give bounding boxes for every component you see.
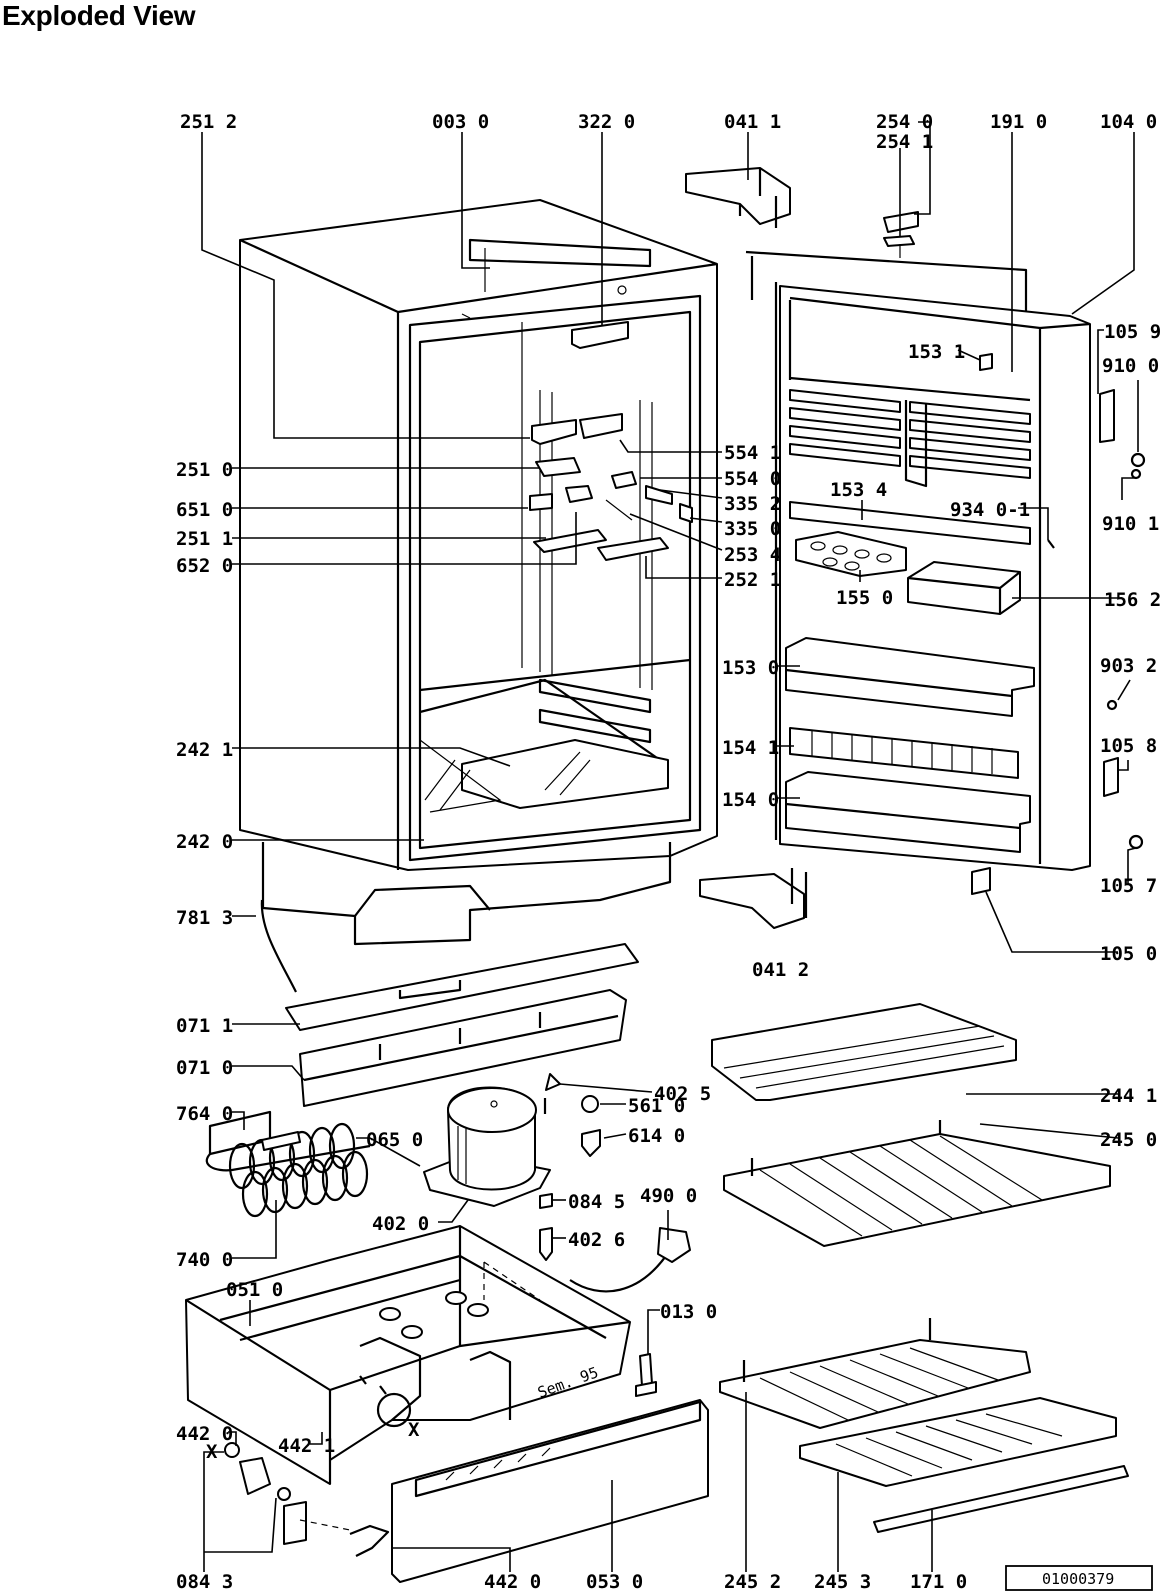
part-label: 764 0 bbox=[176, 1103, 233, 1125]
part-label: 153 1 bbox=[908, 341, 965, 363]
part-label: 071 0 bbox=[176, 1057, 233, 1079]
page-title: Exploded View bbox=[2, 0, 196, 31]
reference-box: 01000379 bbox=[1005, 1565, 1153, 1591]
part-label: 071 1 bbox=[176, 1015, 233, 1037]
part-label: 084 3 bbox=[176, 1571, 233, 1592]
part-label: 154 0 bbox=[722, 789, 779, 811]
part-label: 041 2 bbox=[752, 959, 809, 981]
machine-compartment-drawing: Sem. 95 bbox=[185, 943, 709, 1583]
part-label: 402 5 bbox=[654, 1083, 711, 1105]
part-label: 156 2 bbox=[1104, 589, 1161, 611]
part-label: 442 0 bbox=[484, 1571, 541, 1592]
part-label: 153 0 bbox=[722, 657, 779, 679]
part-label: 651 0 bbox=[176, 499, 233, 521]
part-label: 934 0-1 bbox=[950, 499, 1030, 521]
part-label: 242 0 bbox=[176, 831, 233, 853]
part-label: 554 0 bbox=[724, 468, 781, 490]
part-label: 740 0 bbox=[176, 1249, 233, 1271]
part-label: 245 2 bbox=[724, 1571, 781, 1592]
cabinet-drawing bbox=[239, 199, 718, 993]
part-label: 084 5 bbox=[568, 1191, 625, 1213]
part-label: 155 0 bbox=[836, 587, 893, 609]
part-label: 322 0 bbox=[578, 111, 635, 133]
part-label: 242 1 bbox=[176, 739, 233, 761]
part-label: 244 1 bbox=[1100, 1085, 1157, 1107]
part-label: 051 0 bbox=[226, 1279, 283, 1301]
part-label: 781 3 bbox=[176, 907, 233, 929]
callout-mark: X bbox=[408, 1419, 420, 1441]
reference-number: 01000379 bbox=[1042, 1570, 1114, 1588]
part-label: 245 3 bbox=[814, 1571, 871, 1592]
part-label: 254 0 bbox=[876, 111, 933, 133]
part-label: 910 1 bbox=[1102, 513, 1159, 535]
part-label: 251 2 bbox=[180, 111, 237, 133]
part-label: 251 1 bbox=[176, 528, 233, 550]
part-label: 335 0 bbox=[724, 518, 781, 540]
part-label: 104 0 bbox=[1100, 111, 1157, 133]
part-label: 251 0 bbox=[176, 459, 233, 481]
part-label: 402 6 bbox=[568, 1229, 625, 1251]
part-label: 041 1 bbox=[724, 111, 781, 133]
part-label: 402 0 bbox=[372, 1213, 429, 1235]
shelves-drawing bbox=[711, 1003, 1129, 1533]
part-label: 910 0 bbox=[1102, 355, 1159, 377]
part-labels: 251 2 003 0 322 0 041 1 254 0 254 1 191 … bbox=[176, 111, 1161, 1592]
part-label: 105 0 bbox=[1100, 943, 1157, 965]
part-label: 053 0 bbox=[586, 1571, 643, 1592]
part-label: 245 0 bbox=[1100, 1129, 1157, 1151]
part-label: 171 0 bbox=[910, 1571, 967, 1592]
part-label: 903 2 bbox=[1100, 655, 1157, 677]
part-label: 253 4 bbox=[724, 544, 781, 566]
part-label: 153 4 bbox=[830, 479, 887, 501]
leader-lines bbox=[201, 121, 1139, 1572]
part-label: 191 0 bbox=[990, 111, 1047, 133]
part-label: 554 1 bbox=[724, 442, 781, 464]
part-label: 335 2 bbox=[724, 493, 781, 515]
condenser-coil bbox=[228, 1122, 369, 1218]
part-label: 105 7 bbox=[1100, 875, 1157, 897]
part-label: 254 1 bbox=[876, 131, 933, 153]
part-label: 154 1 bbox=[722, 737, 779, 759]
callout-mark: X bbox=[206, 1441, 218, 1463]
part-label: 442 1 bbox=[278, 1435, 335, 1457]
part-label: 065 0 bbox=[366, 1129, 423, 1151]
hinge-drawings bbox=[685, 167, 808, 929]
part-label: 652 0 bbox=[176, 555, 233, 577]
part-label: 561 0 bbox=[628, 1095, 685, 1117]
compressor bbox=[423, 1086, 551, 1207]
part-label: 105 8 bbox=[1100, 735, 1157, 757]
door-drawing bbox=[745, 211, 1146, 895]
part-label: 013 0 bbox=[660, 1301, 717, 1323]
part-label: 442 0 bbox=[176, 1423, 233, 1445]
part-label: 252 1 bbox=[724, 569, 781, 591]
part-label: 003 0 bbox=[432, 111, 489, 133]
part-label: 490 0 bbox=[640, 1185, 697, 1207]
part-label: 614 0 bbox=[628, 1125, 685, 1147]
part-label: 105 9 bbox=[1104, 321, 1161, 343]
